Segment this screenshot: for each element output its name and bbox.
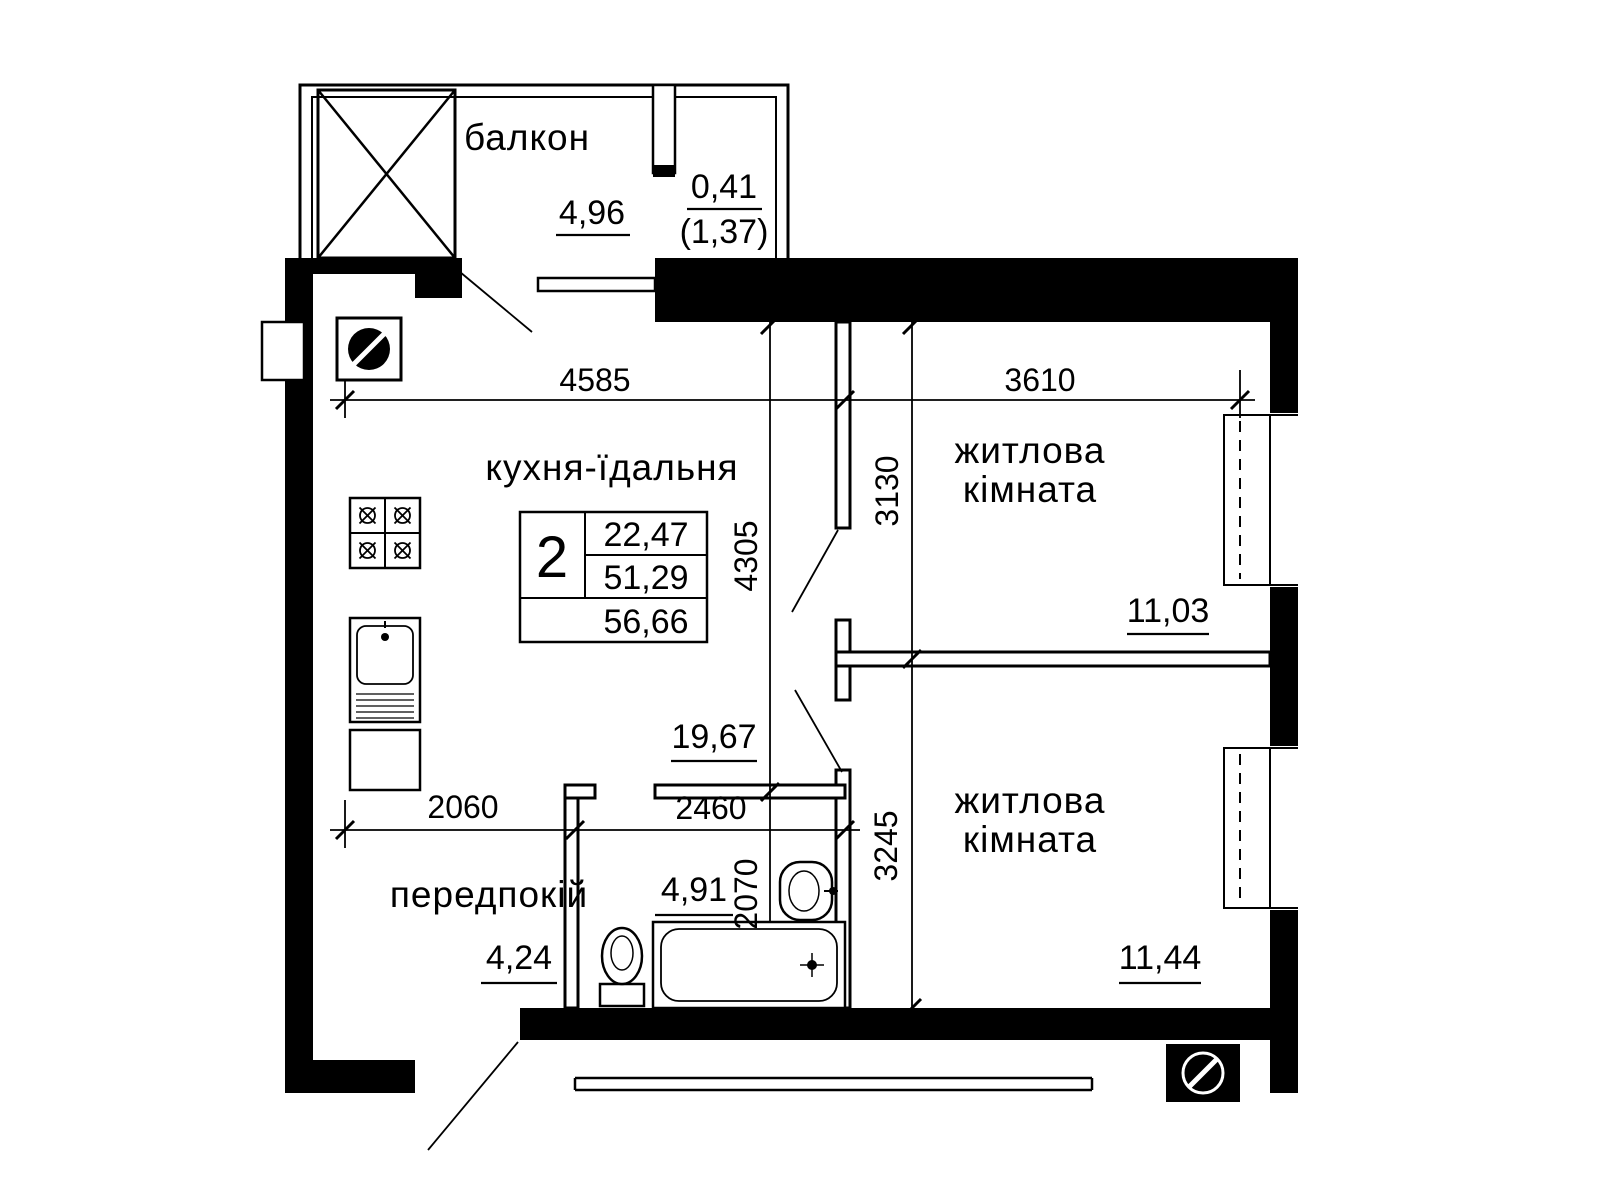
hall-label: передпокій bbox=[390, 874, 588, 915]
balcony-coef-area: 0,41 bbox=[691, 168, 757, 206]
toilet bbox=[598, 926, 646, 1008]
stove bbox=[348, 496, 422, 570]
summary-living-area: 22,47 bbox=[603, 516, 688, 554]
washbasin bbox=[778, 860, 838, 922]
bathtub bbox=[651, 920, 847, 1010]
bathroom-area: 4,91 bbox=[661, 871, 727, 909]
dim-kitchen-width: 4585 bbox=[559, 362, 630, 398]
dim-rooms-width: 3610 bbox=[1004, 362, 1075, 398]
room2-label-line2: кімната bbox=[963, 819, 1097, 860]
vent-shaft-bottom bbox=[1166, 1044, 1240, 1102]
dim-room2-height: 3245 bbox=[868, 810, 904, 881]
balcony-structure bbox=[298, 83, 790, 293]
kitchen-cabinet bbox=[348, 728, 422, 792]
lower-unit-fragment bbox=[573, 1076, 1094, 1092]
hall-area: 4,24 bbox=[486, 939, 552, 977]
summary-usable-area: 51,29 bbox=[603, 559, 688, 597]
area-table: 2 22,47 51,29 56,66 bbox=[518, 510, 709, 644]
summary-rooms-count: 2 bbox=[536, 525, 568, 590]
interior-walls bbox=[563, 320, 1272, 1010]
kitchen-area: 19,67 bbox=[671, 718, 756, 756]
dimension-lines bbox=[330, 312, 1255, 1020]
room1-label-line2: кімната bbox=[963, 469, 1097, 510]
kitchen-label: кухня-їдальня bbox=[485, 447, 738, 488]
vent-shaft-top bbox=[335, 316, 403, 382]
dim-room1-height: 3130 bbox=[869, 455, 905, 526]
balcony-label: балкон bbox=[464, 117, 590, 158]
window-1 bbox=[1223, 414, 1298, 586]
summary-total-area: 56,66 bbox=[603, 603, 688, 641]
window-gaps bbox=[1268, 413, 1302, 910]
wall-niche bbox=[260, 320, 306, 382]
exterior-walls bbox=[285, 258, 1298, 1093]
dim-hall-width: 2060 bbox=[427, 789, 498, 825]
balcony-full-area: (1,37) bbox=[680, 213, 769, 251]
labels: балкон 4,96 0,41 (1,37) 4585 3610 кухня-… bbox=[390, 117, 1210, 985]
room2-area: 11,44 bbox=[1119, 939, 1202, 977]
window-2 bbox=[1223, 747, 1298, 909]
room2-label-line1: житлова bbox=[955, 780, 1106, 821]
room1-label-line1: житлова bbox=[955, 430, 1106, 471]
kitchen-sink bbox=[348, 616, 422, 724]
balcony-divider bbox=[651, 83, 677, 175]
dim-bath-height: 2070 bbox=[728, 858, 764, 929]
balcony-door-threshold bbox=[536, 276, 657, 293]
dim-kitchen-height: 4305 bbox=[728, 520, 764, 591]
balcony-area: 4,96 bbox=[559, 194, 625, 232]
leader-lines bbox=[427, 271, 843, 1151]
dim-bath-width: 2460 bbox=[675, 790, 746, 826]
room1-area: 11,03 bbox=[1127, 592, 1210, 630]
dimension-ticks bbox=[334, 314, 1251, 1019]
